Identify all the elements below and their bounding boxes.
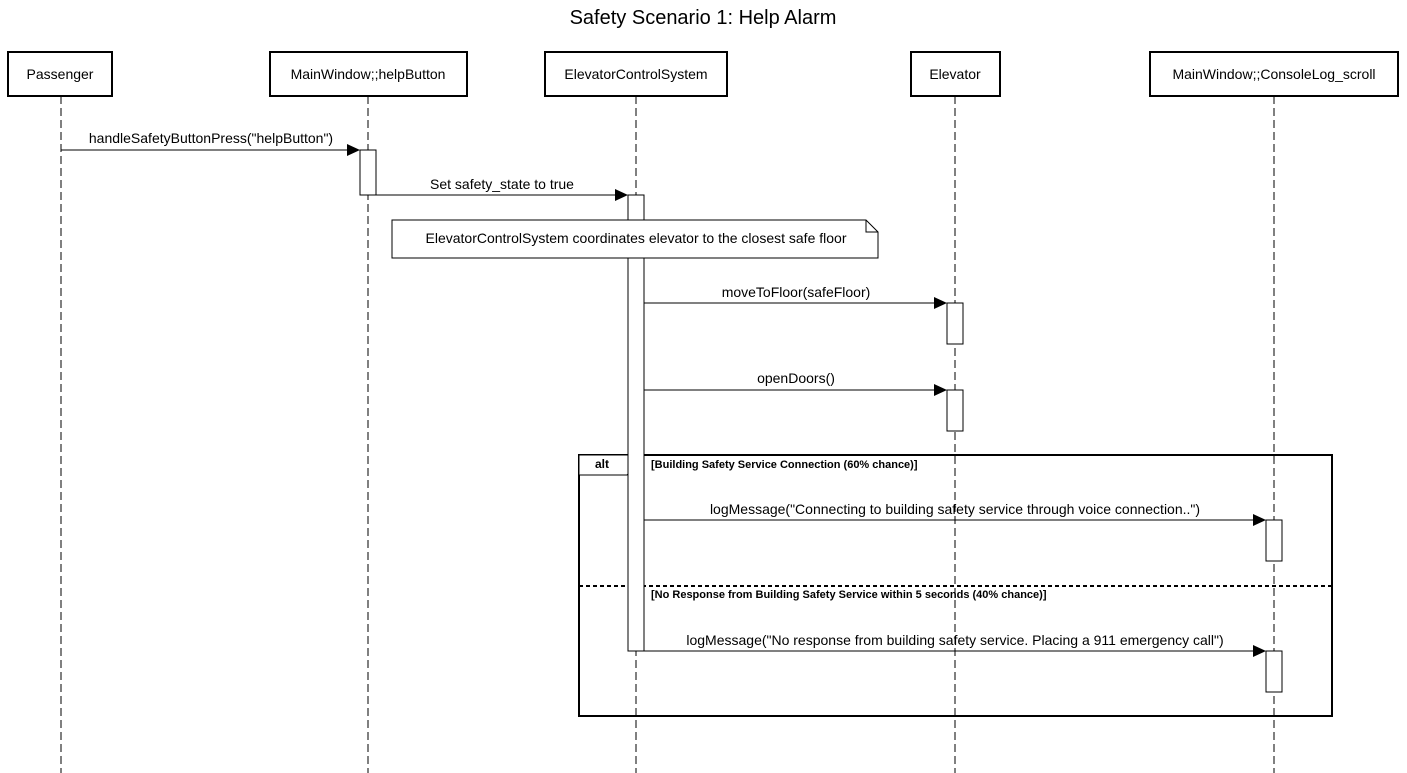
diagram-title: Safety Scenario 1: Help Alarm (570, 7, 837, 29)
message-label: openDoors() (757, 370, 835, 386)
participant-elevator-control-system: ElevatorControlSystem (544, 51, 728, 97)
alt-guard-1: [Building Safety Service Connection (60%… (651, 459, 918, 471)
message-label: logMessage("No response from building sa… (686, 632, 1223, 648)
participant-label: Elevator (929, 66, 981, 82)
note-text: ElevatorControlSystem coordinates elevat… (426, 230, 847, 246)
alt-fragment: alt [Building Safety Service Connection … (578, 454, 1333, 717)
activation-help-button (359, 149, 377, 196)
activation-elevator-control-system (627, 194, 645, 652)
message-label: Set safety_state to true (430, 176, 574, 192)
activation-console-log-2 (1265, 650, 1283, 693)
note: ElevatorControlSystem coordinates elevat… (391, 219, 879, 259)
alt-guard-2: [No Response from Building Safety Servic… (651, 589, 1047, 601)
message-label: moveToFloor(safeFloor) (722, 284, 871, 300)
message-log-connecting: logMessage("Connecting to building safet… (644, 501, 1266, 526)
participant-label: MainWindow;;ConsoleLog_scroll (1172, 66, 1375, 82)
message-move-to-floor: moveToFloor(safeFloor) (644, 284, 947, 309)
activation-console-log-1 (1265, 519, 1283, 562)
message-label: handleSafetyButtonPress("helpButton") (89, 130, 333, 146)
participant-console-log: MainWindow;;ConsoleLog_scroll (1149, 51, 1399, 97)
activation-elevator-doors (946, 389, 964, 432)
alt-operator-label: alt (595, 457, 609, 471)
participant-label: ElevatorControlSystem (564, 66, 707, 82)
message-label: logMessage("Connecting to building safet… (710, 501, 1200, 517)
message-log-no-response: logMessage("No response from building sa… (644, 632, 1266, 657)
participant-help-button: MainWindow;;helpButton (269, 51, 468, 97)
message-open-doors: openDoors() (644, 370, 947, 396)
message-set-safety-state: Set safety_state to true (376, 176, 628, 201)
participant-passenger: Passenger (7, 51, 113, 97)
message-handle-safety-button-press: handleSafetyButtonPress("helpButton") (61, 130, 360, 156)
activation-elevator-move (946, 302, 964, 345)
participant-elevator: Elevator (910, 51, 1001, 97)
participant-label: MainWindow;;helpButton (291, 66, 446, 82)
participant-label: Passenger (27, 66, 94, 82)
